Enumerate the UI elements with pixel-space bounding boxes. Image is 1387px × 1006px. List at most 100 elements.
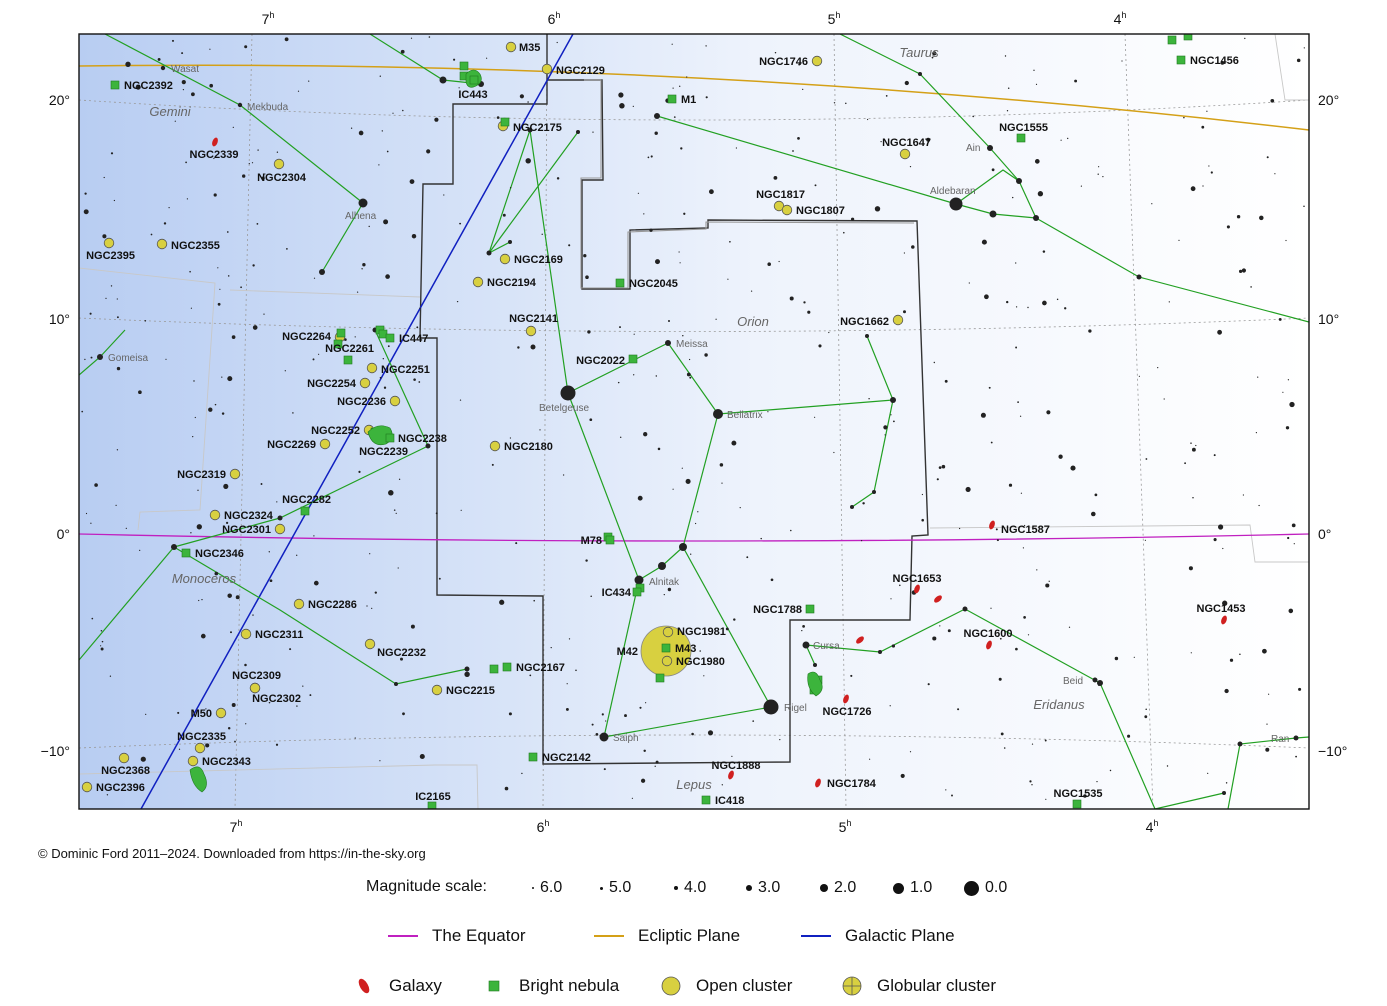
star (358, 470, 361, 473)
star (103, 176, 105, 179)
object-label: NGC2368 (101, 765, 150, 777)
object-label: M1 (681, 94, 696, 106)
star (125, 527, 127, 530)
star (113, 199, 116, 202)
star (690, 553, 692, 555)
star (398, 478, 401, 480)
star (419, 753, 425, 760)
star (1222, 547, 1224, 550)
star (231, 335, 236, 339)
star (715, 318, 717, 320)
nebula-icon (1176, 55, 1186, 65)
star (814, 184, 817, 187)
star (872, 490, 876, 494)
star (144, 319, 147, 322)
star (1029, 780, 1032, 783)
legend-label: Galactic Plane (845, 926, 955, 945)
star (527, 127, 533, 133)
magnitude-value: 2.0 (834, 879, 857, 896)
star (177, 711, 180, 714)
object-label: NGC1746 (759, 56, 808, 68)
star (223, 483, 229, 489)
galactic-plane-line (140, 34, 574, 809)
nebula-icon (500, 117, 510, 127)
star (1266, 723, 1268, 725)
star (633, 374, 635, 376)
star (1213, 454, 1216, 457)
star (605, 720, 607, 722)
star (682, 334, 684, 337)
star-alnitak (634, 575, 644, 585)
star (639, 706, 642, 709)
star (981, 239, 987, 245)
star-label: Ran (1271, 734, 1289, 745)
deep-sky-objects (81, 34, 1227, 809)
star-label: Wasat (171, 64, 199, 75)
star (645, 702, 647, 704)
open-cluster-icon (194, 742, 206, 754)
magnitude-dot-icon (674, 886, 678, 890)
star (818, 344, 822, 348)
star (221, 412, 225, 415)
star (893, 420, 895, 423)
star (654, 113, 660, 119)
star (1037, 191, 1044, 197)
star (383, 219, 389, 225)
galaxy-icon (986, 640, 992, 650)
star (110, 285, 113, 287)
dec-label-left: 20° (49, 92, 70, 108)
star (921, 493, 924, 496)
star (1191, 447, 1196, 452)
star (289, 648, 292, 651)
star (1220, 61, 1225, 65)
star (381, 130, 383, 132)
legend-line-item: Ecliptic Plane (594, 926, 740, 946)
star (587, 330, 591, 334)
orion-boundary (419, 34, 929, 765)
object-label: NGC2339 (190, 149, 239, 161)
star (374, 591, 377, 594)
nebula-icon (701, 795, 711, 805)
star (378, 164, 380, 166)
star (110, 152, 114, 155)
star (459, 399, 462, 401)
star (413, 378, 416, 381)
star (232, 126, 234, 129)
open-cluster-icon (431, 684, 443, 696)
star (803, 301, 806, 304)
object-label: NGC1888 (712, 760, 761, 772)
star (508, 240, 512, 244)
star (1031, 784, 1033, 786)
open-cluster-icon (187, 755, 199, 767)
nebula-icon (385, 433, 395, 443)
star (244, 45, 248, 49)
object-label: NGC2022 (576, 355, 625, 367)
star (890, 414, 892, 416)
object-label: NGC1535 (1054, 788, 1103, 800)
star (138, 390, 142, 395)
star (1042, 250, 1046, 253)
star (731, 440, 737, 446)
object-label: NGC2319 (177, 469, 226, 481)
star (84, 358, 86, 361)
open-cluster-icon (249, 682, 261, 694)
star (394, 682, 398, 686)
star (235, 595, 240, 600)
star (163, 222, 167, 225)
star (208, 407, 213, 412)
star (392, 112, 394, 114)
star (400, 657, 403, 661)
star (502, 213, 506, 217)
star (850, 674, 853, 677)
star (989, 210, 997, 218)
galaxy-icon (843, 694, 849, 704)
star (1188, 566, 1193, 571)
star (244, 663, 247, 667)
star (1064, 307, 1067, 310)
star (671, 43, 673, 45)
object-label: NGC2232 (377, 647, 426, 659)
object-label: NGC2346 (195, 548, 244, 560)
star (735, 147, 738, 149)
magnitude-item: 2.0 (820, 879, 856, 897)
star (562, 474, 565, 476)
